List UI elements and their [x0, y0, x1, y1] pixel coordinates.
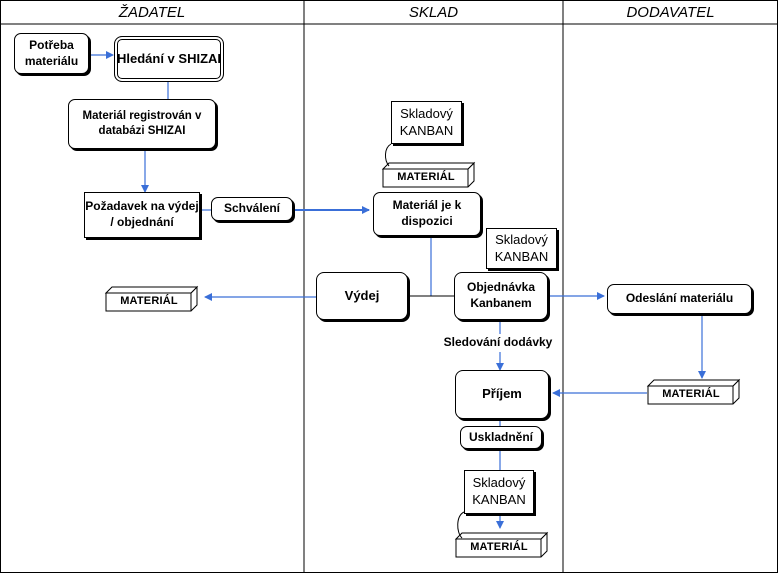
- node-schvaleni: Schválení: [211, 197, 293, 221]
- node-k-dispozici: Materiál je k dispozici: [373, 192, 481, 236]
- kanban-top-curl: [385, 143, 392, 167]
- node-uskladneni: Uskladnění: [460, 426, 542, 449]
- lane-title-sklad: SKLAD: [408, 4, 459, 21]
- node-objednavka: Objednávka Kanbanem: [454, 272, 548, 320]
- kanban-bottom: Skladový KANBAN: [464, 470, 534, 514]
- node-material-bottom: MATERIÁL: [470, 541, 528, 554]
- kanban-bottom-curl: [457, 511, 465, 539]
- node-material-right: MATERIÁL: [662, 388, 720, 401]
- node-material-top: MATERIÁL: [397, 171, 455, 184]
- lane-title-dodavatel: DODAVATEL: [626, 4, 715, 21]
- kanban-mid: Skladový KANBAN: [486, 228, 557, 269]
- material-left-slab: [104, 285, 199, 312]
- node-hledani: Hledání v SHIZAI: [114, 36, 224, 82]
- label-sledovani: Sledování dodávky: [443, 335, 553, 350]
- lane-title-zadatel: ŽADATEL: [118, 4, 186, 21]
- node-registrovan: Materiál registrován v databázi SHIZAI: [68, 99, 216, 149]
- node-potreba: Potřeba materiálu: [14, 33, 89, 74]
- node-prijem: Příjem: [455, 370, 549, 419]
- node-material-left: MATERIÁL: [120, 295, 178, 308]
- node-vydej: Výdej: [316, 272, 408, 320]
- material-top-slab: [381, 161, 476, 188]
- material-right-slab: [646, 378, 741, 405]
- node-odeslani: Odeslání materiálu: [607, 284, 752, 314]
- kanban-top: Skladový KANBAN: [391, 101, 462, 144]
- node-pozadavek: Požadavek na výdej / objednání: [84, 192, 200, 238]
